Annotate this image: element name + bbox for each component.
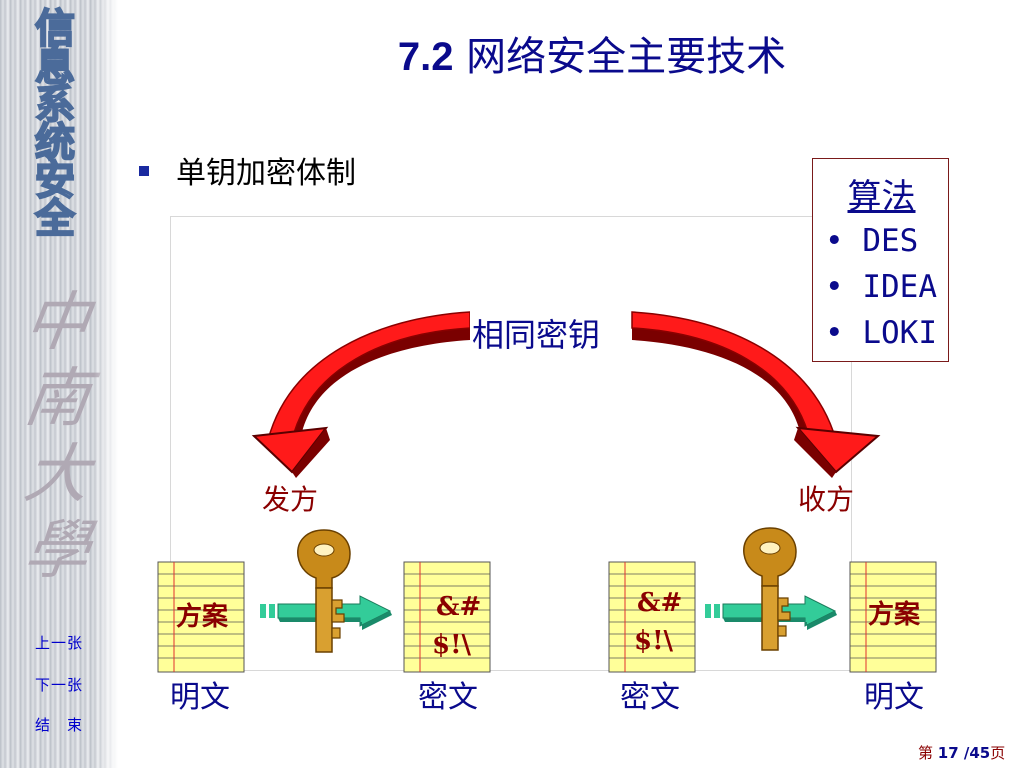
side-title-char: 信 xyxy=(34,6,76,52)
side-banner: 信 息 系 统 安 全 中 南 大 學 上一张 下一张 结 束 xyxy=(0,0,118,768)
ciphertext-line1-right: &# xyxy=(637,588,683,618)
plaintext-content-right: 方案 xyxy=(868,600,921,630)
plaintext-label-right: 明文 xyxy=(864,680,924,715)
plaintext-label-left: 明文 xyxy=(170,680,230,715)
ciphertext-line1-left: &# xyxy=(436,592,482,622)
side-title-char: 全 xyxy=(34,196,76,242)
side-title-char: 统 xyxy=(34,120,76,166)
receiver-label: 收方 xyxy=(798,483,855,516)
end-show-link[interactable]: 结 束 xyxy=(34,716,83,734)
ciphertext-line2-left: $!\ xyxy=(432,630,471,660)
encrypt-key-icon xyxy=(297,529,351,653)
bullet-text: 单钥加密体制 xyxy=(176,156,356,191)
pager-prefix: 第 xyxy=(918,744,934,762)
pager-sep: / xyxy=(958,744,970,762)
pager-current: 17 xyxy=(937,744,959,762)
sender-label: 发方 xyxy=(262,483,319,516)
title-text: 网络安全主要技术 xyxy=(466,34,787,80)
plaintext-content-left: 方案 xyxy=(176,602,229,632)
algorithm-item: • DES xyxy=(825,223,919,259)
algorithm-title: 算法 xyxy=(847,177,916,217)
next-slide-link[interactable]: 下一张 xyxy=(34,676,83,694)
side-title-char: 安 xyxy=(34,158,76,204)
pager-total: 45 xyxy=(969,744,991,762)
ciphertext-label-left: 密文 xyxy=(418,680,478,715)
algorithm-item: • IDEA xyxy=(825,269,937,305)
slide-title: 7.2 网络安全主要技术 xyxy=(80,24,1024,82)
decrypt-key-icon xyxy=(743,527,797,651)
ciphertext-line2-right: $!\ xyxy=(634,626,673,656)
side-title-char: 系 xyxy=(34,82,76,128)
ciphertext-label-right: 密文 xyxy=(620,680,680,715)
side-title: 信 息 系 统 安 全 xyxy=(20,6,90,242)
algorithm-box: 算法 • DES • IDEA • LOKI xyxy=(812,158,949,362)
shared-key-label: 相同密钥 xyxy=(470,310,603,356)
algorithm-item: • LOKI xyxy=(825,315,937,351)
bullet-marker xyxy=(139,166,149,176)
title-number: 7.2 xyxy=(397,35,454,79)
page-counter: 第 17 /45页 xyxy=(918,742,1005,763)
side-title-char: 息 xyxy=(34,44,76,90)
pager-suffix: 页 xyxy=(990,744,1006,762)
prev-slide-link[interactable]: 上一张 xyxy=(34,634,83,652)
